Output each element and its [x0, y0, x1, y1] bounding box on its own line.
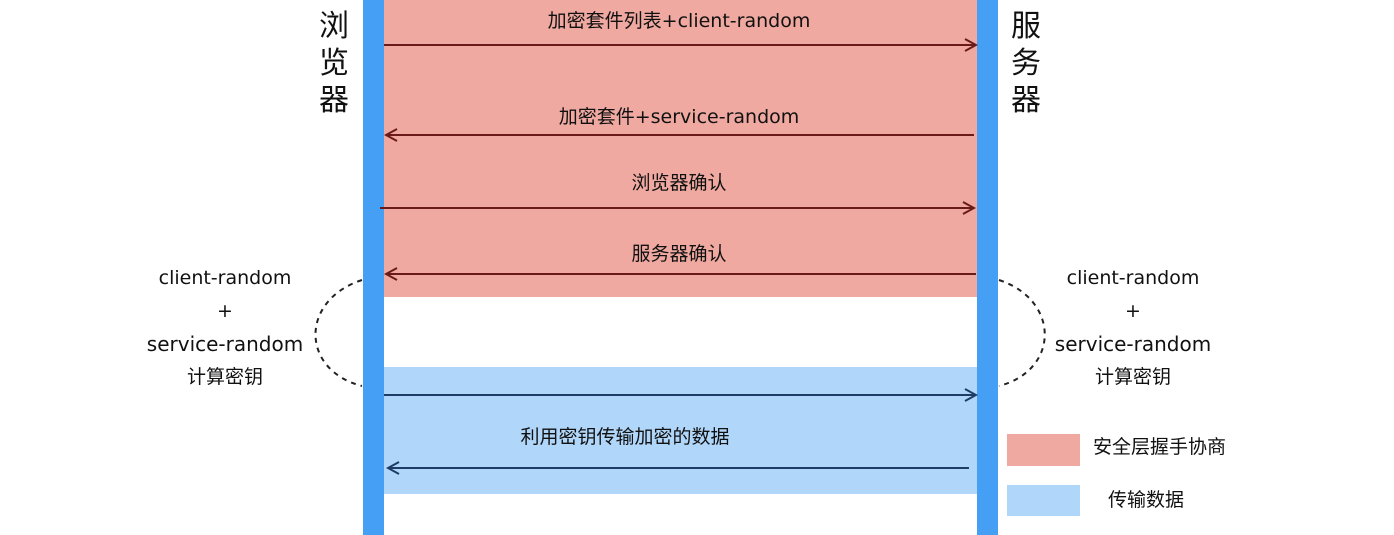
data-transfer-band: [383, 367, 978, 494]
legend-swatch-data: [1007, 485, 1080, 516]
message-label-server-hello: 加密套件+service-random: [558, 106, 800, 128]
message-label-client-hello: 加密套件列表+client-random: [547, 10, 811, 32]
browser-key-bracket: [314, 279, 363, 387]
key-calc-client-random: client-random: [1066, 267, 1200, 289]
message-label-server-confirm: 服务器确认: [631, 243, 727, 265]
legend-label-data: 传输数据: [1108, 489, 1185, 511]
server-actor-text: 服务器: [1011, 9, 1041, 118]
legend-swatch-handshake: [1007, 434, 1080, 466]
key-calc-plus: +: [217, 300, 233, 322]
message-label-data-transfer: 利用密钥传输加密的数据: [520, 426, 730, 448]
key-calc-client-random: client-random: [158, 267, 292, 289]
key-calc-compute-key: 计算密钥: [186, 366, 263, 388]
browser-actor-text: 浏览器: [319, 9, 349, 118]
server-key-bracket: [998, 279, 1046, 387]
browser-key-calc: client-random + service-random 计算密钥: [130, 262, 320, 394]
key-calc-compute-key: 计算密钥: [1094, 366, 1171, 388]
server-lifeline: [977, 0, 998, 535]
legend-label-handshake: 安全层握手协商: [1093, 436, 1227, 458]
server-actor-label: 服务器: [1006, 8, 1046, 119]
key-calc-plus: +: [1125, 300, 1141, 322]
handshake-band: [383, 0, 978, 297]
key-calc-service-random: service-random: [1054, 332, 1212, 356]
message-label-browser-confirm: 浏览器确认: [631, 172, 727, 194]
server-key-calc: client-random + service-random 计算密钥: [1038, 262, 1228, 394]
browser-actor-label: 浏览器: [314, 8, 354, 119]
browser-lifeline: [363, 0, 384, 535]
key-calc-service-random: service-random: [146, 332, 304, 356]
